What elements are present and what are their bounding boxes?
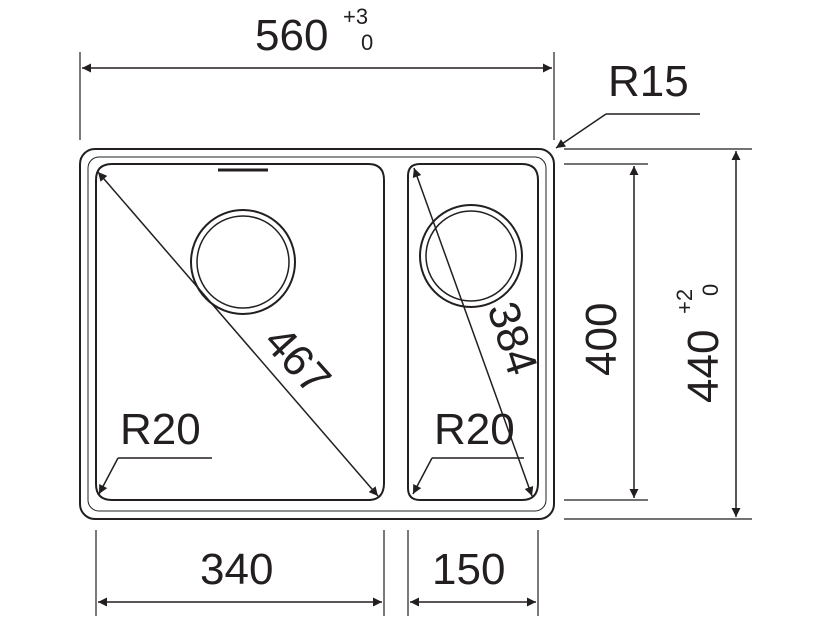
bowl-length-label: 400 xyxy=(577,303,626,376)
small-bowl-drain xyxy=(419,204,523,308)
large-bowl-radius-leader xyxy=(98,457,119,495)
large-bowl-diagonal-line xyxy=(97,171,379,497)
small-bowl-drain-inner xyxy=(425,210,517,302)
large-bowl-width-label: 340 xyxy=(200,545,273,594)
small-bowl-radius-label: R20 xyxy=(434,405,515,454)
large-bowl-outline xyxy=(95,163,385,501)
overall-length-tol-upper: +2 xyxy=(672,289,697,314)
small-bowl-outline xyxy=(407,163,539,501)
outer-radius-label: R15 xyxy=(608,57,689,106)
large-bowl-drain-inner xyxy=(196,215,290,309)
overall-length-tol-lower: 0 xyxy=(698,284,723,296)
small-bowl-radius-leader xyxy=(412,457,433,495)
overall-width-tol-lower: 0 xyxy=(361,30,373,55)
large-bowl-radius-label: R20 xyxy=(120,405,201,454)
small-bowl-width-label: 150 xyxy=(432,545,505,594)
sink-rim-inner-line xyxy=(87,156,547,512)
outer-radius-leader xyxy=(555,113,607,149)
small-bowl-diagonal-line xyxy=(412,167,534,497)
small-bowl-diagonal-label: 384 xyxy=(477,296,546,381)
overall-width-tol-upper: +3 xyxy=(343,4,368,29)
overall-length-label: 440 xyxy=(679,330,728,403)
large-bowl-diagonal-label: 467 xyxy=(255,317,341,404)
sink-outer-outline xyxy=(79,148,555,520)
overall-width-label: 560 xyxy=(255,11,328,60)
